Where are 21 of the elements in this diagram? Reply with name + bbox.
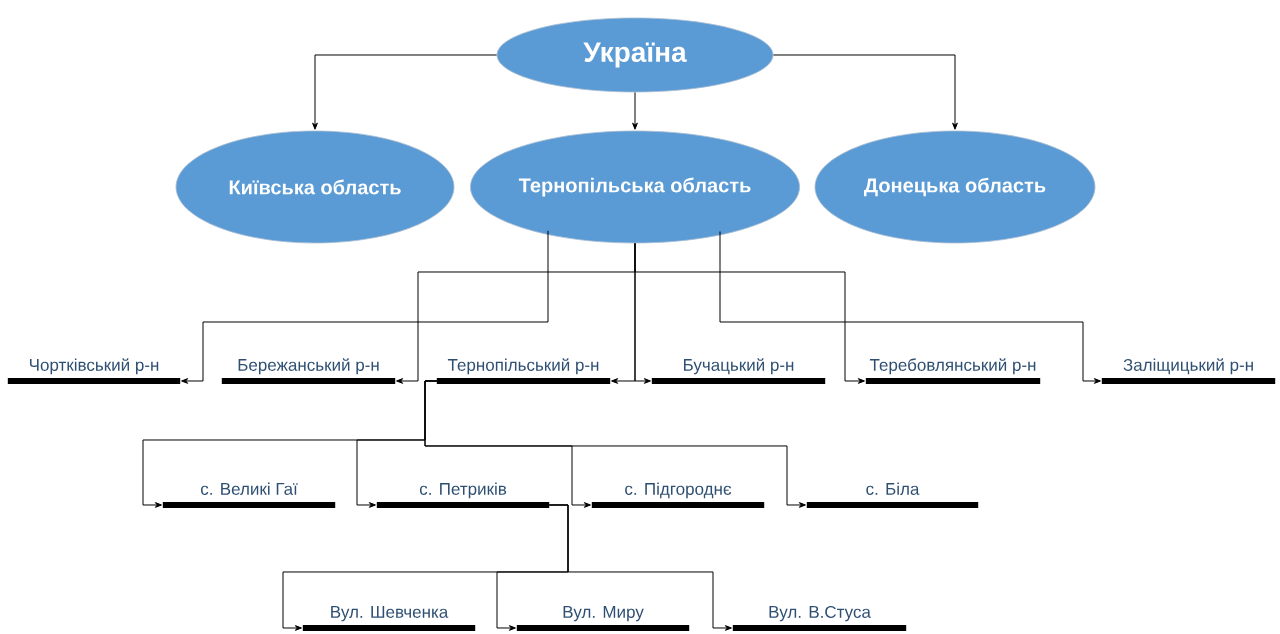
connector-arrow xyxy=(548,504,732,631)
connector-arrow xyxy=(312,54,498,130)
underlined-label: с. Підгороднє xyxy=(591,482,765,508)
connector-arrow xyxy=(772,54,958,130)
underlined-label: Бучацький р-н xyxy=(651,358,826,384)
underlined-label: с. Біла xyxy=(806,482,979,508)
connector-arrow xyxy=(634,242,865,384)
underlined-label: Вул. В.Стуса xyxy=(732,605,907,631)
underlined-label: Чортківський р-н xyxy=(7,358,181,384)
underlined-label: Вул. Шевченка xyxy=(302,606,476,631)
connector-arrow xyxy=(719,231,1101,384)
underlined-label: Заліщицький р-н xyxy=(1101,358,1276,384)
underlined-label: Бережанський р-н xyxy=(221,358,396,384)
underlined-label: с. Великі Гаї xyxy=(162,482,336,508)
connector-arrow xyxy=(424,380,806,508)
connector-arrow xyxy=(181,230,549,384)
connector-arrow xyxy=(632,91,638,130)
underlined-label: Вул. Миру xyxy=(516,606,690,631)
underlined-label: Теребовлянський р-н xyxy=(865,358,1041,384)
underlined-label: с. Петриків xyxy=(376,482,550,508)
underlined-label: Тернопільський р-н xyxy=(436,358,611,384)
